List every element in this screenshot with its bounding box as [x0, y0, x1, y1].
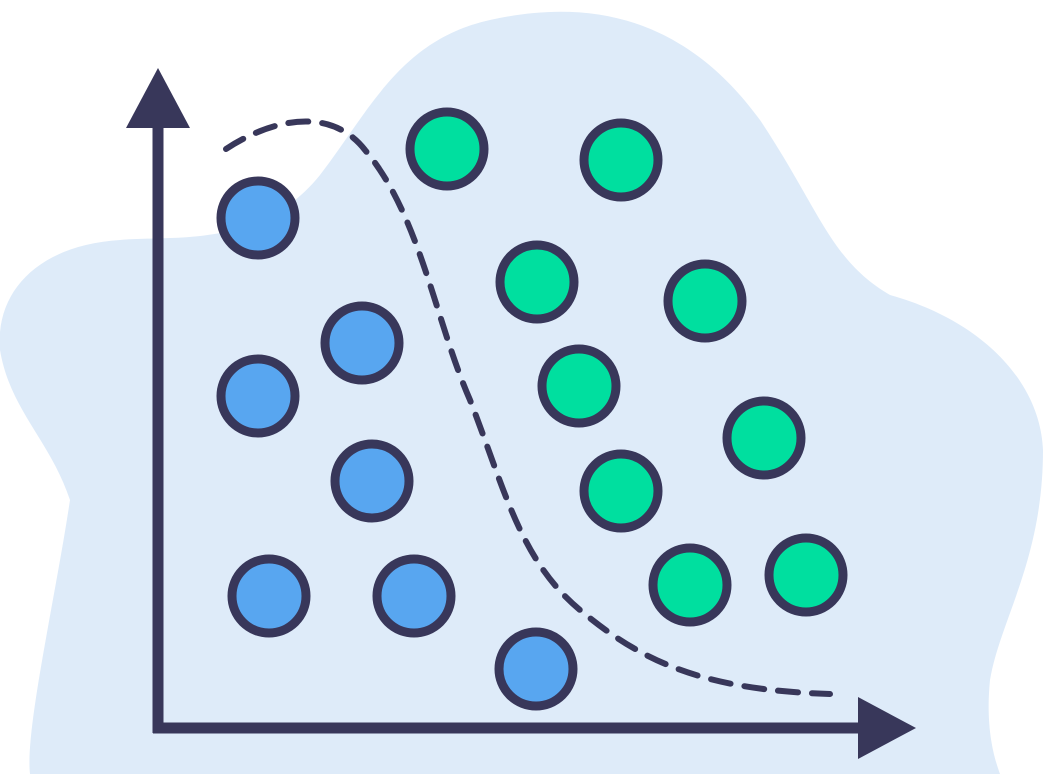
class-a-point [216, 176, 300, 260]
class-a-points [216, 176, 578, 711]
class-b-points [405, 107, 848, 627]
decision-boundary-curve [223, 118, 833, 697]
y-axis-arrowhead [126, 68, 190, 128]
class-b-point [663, 259, 747, 343]
class-a-point [320, 301, 404, 385]
class-a-point [216, 354, 300, 438]
class-b-point [764, 533, 848, 617]
class-a-point [330, 439, 414, 523]
axes [126, 68, 916, 759]
class-b-point [537, 344, 621, 428]
class-a-point [494, 627, 578, 711]
x-axis-arrowhead [858, 697, 916, 759]
class-a-point [372, 554, 456, 638]
class-b-point [579, 449, 663, 533]
class-b-point [722, 396, 806, 480]
class-b-point [405, 107, 489, 191]
class-a-point [227, 554, 311, 638]
class-b-point [648, 543, 732, 627]
class-b-point [495, 240, 579, 324]
class-b-point [579, 118, 663, 202]
